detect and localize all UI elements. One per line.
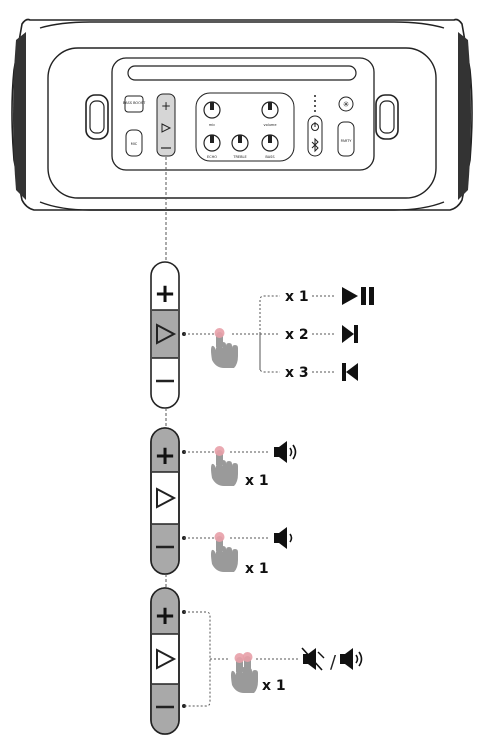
knob-bass[interactable]: BASS [261, 134, 279, 159]
left-handle [85, 94, 109, 140]
left-grille [13, 32, 26, 200]
press-count-volume-down: x 1 [245, 561, 269, 577]
press-count-volume-up: x 1 [245, 473, 269, 489]
press-count-x2: x 2 [285, 327, 309, 343]
play-icon-2 [156, 487, 177, 509]
knob-volume-label: volume [264, 123, 277, 127]
mute-icon [301, 647, 325, 671]
mic-label: MIC [131, 142, 138, 146]
plus-button-1[interactable]: + [154, 279, 176, 309]
mini-control-strip [156, 93, 176, 157]
unmute-icon [340, 648, 363, 670]
speaker-top-view: BASS BOOST MIC + mic volume ECHO TREBLE [11, 18, 473, 211]
hand-press-icon-3 [211, 532, 238, 572]
knob-mic[interactable]: mic [203, 101, 221, 127]
power-button[interactable] [311, 122, 319, 131]
plus-button-highlight-3[interactable] [151, 588, 179, 634]
bluetooth-button[interactable] [311, 137, 319, 153]
minus-button-highlight-3[interactable] [151, 684, 179, 734]
party-button[interactable] [337, 121, 355, 157]
knob-treble-label: TREBLE [232, 155, 246, 159]
knob-mic-label: mic [209, 123, 215, 127]
plus-button-3[interactable]: + [154, 601, 176, 631]
next-track-icon [342, 325, 358, 343]
plus-button-highlight[interactable] [151, 428, 179, 472]
knob-echo[interactable]: ECHO [203, 134, 221, 159]
volume-up-icon [274, 441, 297, 463]
plus-button-2[interactable]: + [154, 441, 176, 471]
mic-button[interactable] [125, 129, 143, 157]
bass-boost-button[interactable] [124, 95, 144, 113]
bass-boost-label: BASS BOOST [123, 101, 146, 105]
section-volume-control: + x 1 x 1 [150, 427, 297, 577]
right-grille [458, 32, 471, 200]
light-icon: ✳ [343, 100, 350, 109]
press-count-x1: x 1 [285, 289, 309, 305]
knob-echo-label: ECHO [207, 155, 217, 159]
knob-treble[interactable]: TREBLE [231, 134, 249, 159]
light-button[interactable] [338, 96, 354, 112]
press-count-mute: x 1 [262, 678, 286, 694]
previous-track-icon [342, 363, 358, 381]
party-label: PARTY [341, 139, 353, 143]
play-icon-3 [156, 648, 177, 670]
mute-slash-separator: / [330, 652, 337, 673]
right-handle [375, 94, 399, 140]
knob-volume[interactable]: volume [261, 101, 279, 127]
panel-slot [127, 65, 357, 81]
press-count-x3: x 3 [285, 365, 309, 381]
hand-two-finger-press-icon [231, 652, 258, 693]
volume-down-icon [274, 527, 293, 549]
svg-text:+: + [161, 99, 171, 113]
led-indicator-dots [314, 95, 316, 112]
minus-button-highlight[interactable] [151, 524, 179, 574]
play-icon-1 [156, 323, 177, 345]
section-mute-control: + x 1 / [150, 587, 363, 735]
knob-bass-label: BASS [265, 155, 275, 159]
play-pause-icon [342, 287, 374, 305]
section-play-control: + x 1 x 2 x 3 [150, 261, 374, 409]
hand-press-icon-2 [211, 446, 238, 486]
